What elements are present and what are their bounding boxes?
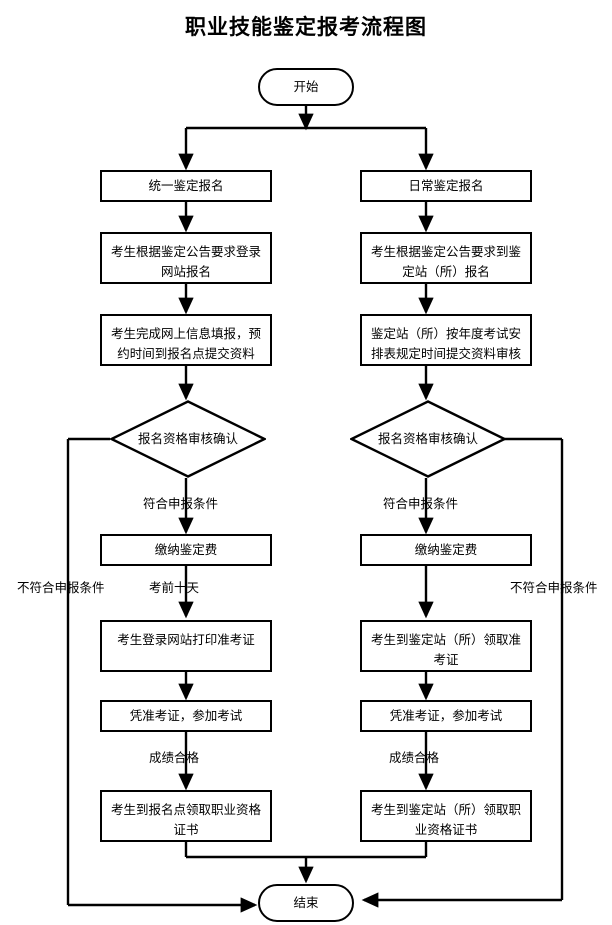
right-step-2[interactable]: 考生根据鉴定公告要求到鉴定站（所）报名: [360, 232, 532, 284]
left-decision-shape: [110, 400, 266, 478]
left-step-1-label: 统一鉴定报名: [148, 179, 224, 193]
right-yes-label: 符合申报条件: [383, 497, 459, 511]
terminal-start[interactable]: 开始: [258, 68, 354, 106]
right-step-6[interactable]: 凭准考证，参加考试: [360, 700, 532, 732]
terminal-start-label: 开始: [293, 80, 319, 94]
left-step-4-label: 缴纳鉴定费: [154, 543, 218, 557]
left-result-label: 成绩合格: [149, 751, 200, 765]
left-step-6[interactable]: 凭准考证，参加考试: [100, 700, 272, 732]
right-step-5[interactable]: 考生到鉴定站（所）领取准考证: [360, 620, 532, 672]
page-title: 职业技能鉴定报考流程图: [185, 14, 427, 39]
right-step-4[interactable]: 缴纳鉴定费: [360, 534, 532, 566]
right-step-7-label: 考生到鉴定站（所）领取职业资格证书: [370, 803, 521, 837]
left-no-label: 不符合申报条件: [17, 581, 105, 595]
right-step-2-label: 考生根据鉴定公告要求到鉴定站（所）报名: [370, 245, 521, 279]
right-step-7[interactable]: 考生到鉴定站（所）领取职业资格证书: [360, 790, 532, 842]
left-step-3[interactable]: 考生完成网上信息填报，预约时间到报名点提交资料: [100, 314, 272, 366]
left-step-4[interactable]: 缴纳鉴定费: [100, 534, 272, 566]
right-step-3-label: 鉴定站（所）按年度考试安排表规定时间提交资料审核: [370, 327, 521, 361]
right-step-1[interactable]: 日常鉴定报名: [360, 170, 532, 202]
left-step-3-label: 考生完成网上信息填报，预约时间到报名点提交资料: [110, 327, 261, 361]
terminal-end-label: 结束: [293, 896, 319, 910]
left-step-7-label: 考生到报名点领取职业资格证书: [110, 803, 261, 837]
left-step-5-label: 考生登录网站打印准考证: [117, 633, 255, 647]
left-timing-label: 考前十天: [149, 581, 200, 595]
left-step-5[interactable]: 考生登录网站打印准考证: [100, 620, 272, 672]
right-decision-shape: [350, 400, 506, 478]
right-no-label: 不符合申报条件: [510, 581, 598, 595]
right-step-6-label: 凭准考证，参加考试: [389, 709, 503, 723]
right-step-5-label: 考生到鉴定站（所）领取准考证: [370, 633, 521, 667]
left-step-6-label: 凭准考证，参加考试: [129, 709, 243, 723]
left-step-2[interactable]: 考生根据鉴定公告要求登录网站报名: [100, 232, 272, 284]
left-yes-label: 符合申报条件: [143, 497, 219, 511]
right-decision[interactable]: 报名资格审核确认: [350, 400, 506, 478]
left-decision[interactable]: 报名资格审核确认: [110, 400, 266, 478]
right-step-3[interactable]: 鉴定站（所）按年度考试安排表规定时间提交资料审核: [360, 314, 532, 366]
right-step-4-label: 缴纳鉴定费: [414, 543, 478, 557]
right-result-label: 成绩合格: [389, 751, 440, 765]
left-step-1[interactable]: 统一鉴定报名: [100, 170, 272, 202]
right-step-1-label: 日常鉴定报名: [408, 179, 484, 193]
left-step-7[interactable]: 考生到报名点领取职业资格证书: [100, 790, 272, 842]
left-step-2-label: 考生根据鉴定公告要求登录网站报名: [110, 245, 261, 279]
terminal-end[interactable]: 结束: [258, 884, 354, 922]
